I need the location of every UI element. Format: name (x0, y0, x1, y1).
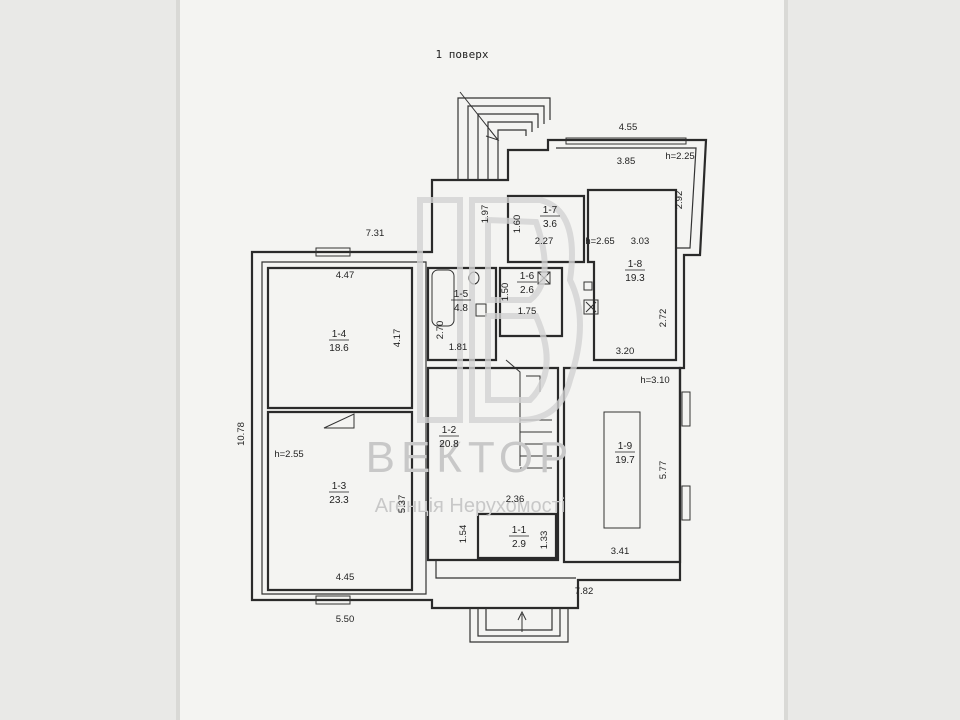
room-1-7: 1-73.6 (540, 205, 560, 230)
room-id: 1-7 (543, 205, 558, 216)
brand-logo-icon (417, 197, 583, 423)
room-1-9: 1-9 19.7 (615, 441, 635, 466)
room-area: 23.3 (329, 495, 349, 506)
room-id: 1-5 (454, 289, 469, 300)
room-id: 1-4 (332, 329, 347, 340)
room-id: 1-6 (520, 271, 535, 282)
dimension-label: 1.33 (539, 531, 550, 550)
dimension-label: 1.50 (500, 283, 511, 302)
room-area: 18.6 (329, 343, 349, 354)
dimension-labels: 4.55 3.85 h=2.25 2.92 3.03 h=2.65 2.27 1.60 1.97… (236, 122, 695, 625)
table-outline (603, 411, 641, 529)
dimension-label: 4.47 (336, 270, 355, 281)
dimension-label: 3.41 (611, 546, 630, 557)
room-1-1: 1-12.9 (509, 525, 529, 550)
dimension-label: 5.77 (658, 461, 669, 480)
room-1-6: 1-62.6 (517, 271, 537, 296)
dimension-label: 1.60 (512, 215, 523, 234)
room-area: 2.6 (520, 285, 534, 296)
dimension-label: h=2.25 (665, 151, 694, 162)
dimension-label: 2.36 (506, 494, 525, 505)
room-1-5: 1-54.8 (451, 289, 471, 314)
room-area: 20.8 (439, 439, 459, 450)
dimension-label: h=2.65 (585, 236, 614, 247)
stove (583, 299, 599, 315)
windows (315, 137, 691, 605)
room-area: 19.3 (625, 273, 645, 284)
bathtub (431, 269, 455, 327)
room-labels: 1-12.91-220.81-323.31-418.61-54.81-62.61… (329, 205, 645, 550)
dimension-label: 1.54 (458, 525, 469, 544)
watermark-brand: ВЕКТОР (366, 433, 575, 482)
room-id: 1-3 (332, 481, 347, 492)
dimension-label: 2.92 (674, 191, 685, 210)
dimension-label: 5.50 (336, 614, 355, 625)
entrance-steps-bottom (469, 608, 569, 643)
floor-title: 1 поверх (436, 48, 489, 61)
room-area: 19.7 (615, 455, 635, 466)
exterior-walls (250, 138, 708, 610)
dimension-label: 5.37 (397, 495, 408, 514)
room-1-3: 1-3 23.3 (329, 481, 349, 506)
dimension-label: 2.72 (658, 309, 669, 328)
dimension-label: 2.70 (435, 321, 446, 340)
room-1-2: 1-2 20.8 (439, 425, 459, 450)
dimension-label: 1.81 (449, 342, 468, 353)
dimension-label: 3.85 (617, 156, 636, 167)
dimension-label: 3.03 (631, 236, 650, 247)
dimension-label: 4.55 (619, 122, 638, 133)
entrance-steps-top (457, 91, 551, 180)
room-id: 1-8 (628, 259, 643, 270)
door-swing (323, 413, 355, 429)
room-id: 1-2 (442, 425, 457, 436)
dimension-label: 1.75 (518, 306, 537, 317)
room-id: 1-1 (512, 525, 527, 536)
dimension-label: 10.78 (236, 422, 247, 446)
room-1-8: 1-8 19.3 (625, 259, 645, 284)
room-area: 3.6 (543, 219, 557, 230)
dimension-label: 4.45 (336, 572, 355, 583)
dimension-label: 4.17 (392, 329, 403, 348)
sink (475, 303, 487, 317)
dimension-label: 7.31 (366, 228, 385, 239)
room-area: 2.9 (512, 539, 526, 550)
dimension-label: 3.20 (616, 346, 635, 357)
dimension-label: 2.27 (535, 236, 554, 247)
dimension-label: h=3.10 (640, 375, 669, 386)
room-id: 1-9 (618, 441, 633, 452)
room-area: 4.8 (454, 303, 468, 314)
dimension-label: 7.82 (575, 586, 594, 597)
watermark: ВЕКТОР Агенція Нерухомості (366, 197, 583, 517)
watermark-tagline: Агенція Нерухомості (375, 495, 566, 517)
dimension-label: h=2.55 (274, 449, 303, 460)
dimension-label: 1.97 (480, 205, 491, 224)
room-1-4: 1-4 18.6 (329, 329, 349, 354)
